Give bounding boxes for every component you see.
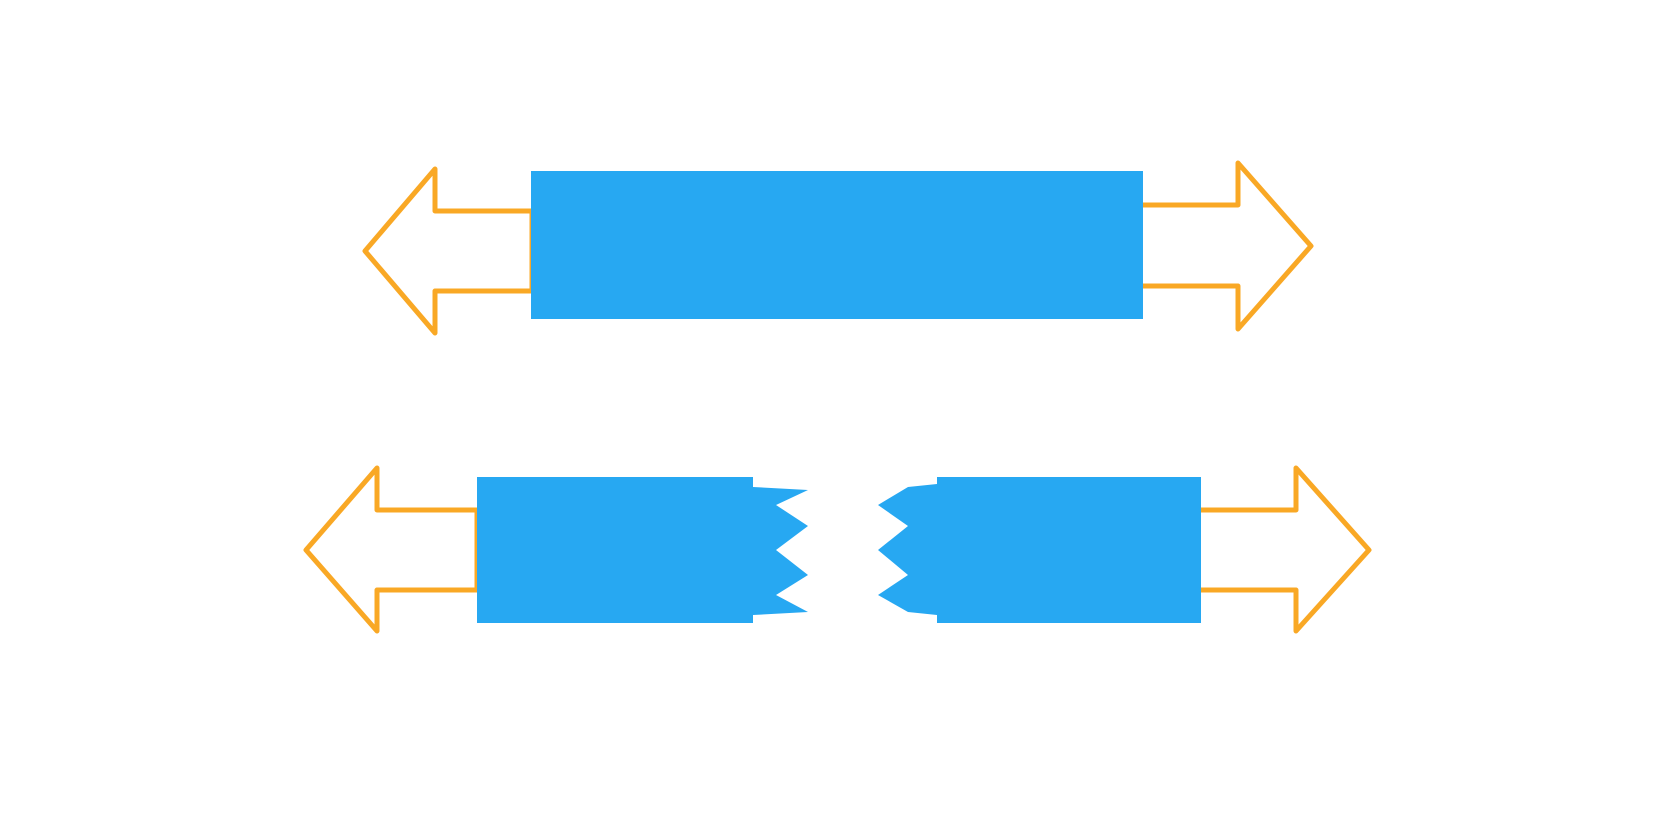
top-right-arrow-icon [1137, 160, 1314, 332]
top-left-arrow-icon [362, 166, 535, 336]
bottom-group [303, 465, 1372, 634]
bottom-left-arrow-icon [303, 465, 480, 634]
bottom-right-arrow-icon [1194, 465, 1372, 634]
torn-bar-left-half [477, 477, 808, 623]
torn-bar-right-half [878, 477, 1201, 623]
top-intact-bar [531, 171, 1143, 319]
top-group [362, 160, 1314, 336]
